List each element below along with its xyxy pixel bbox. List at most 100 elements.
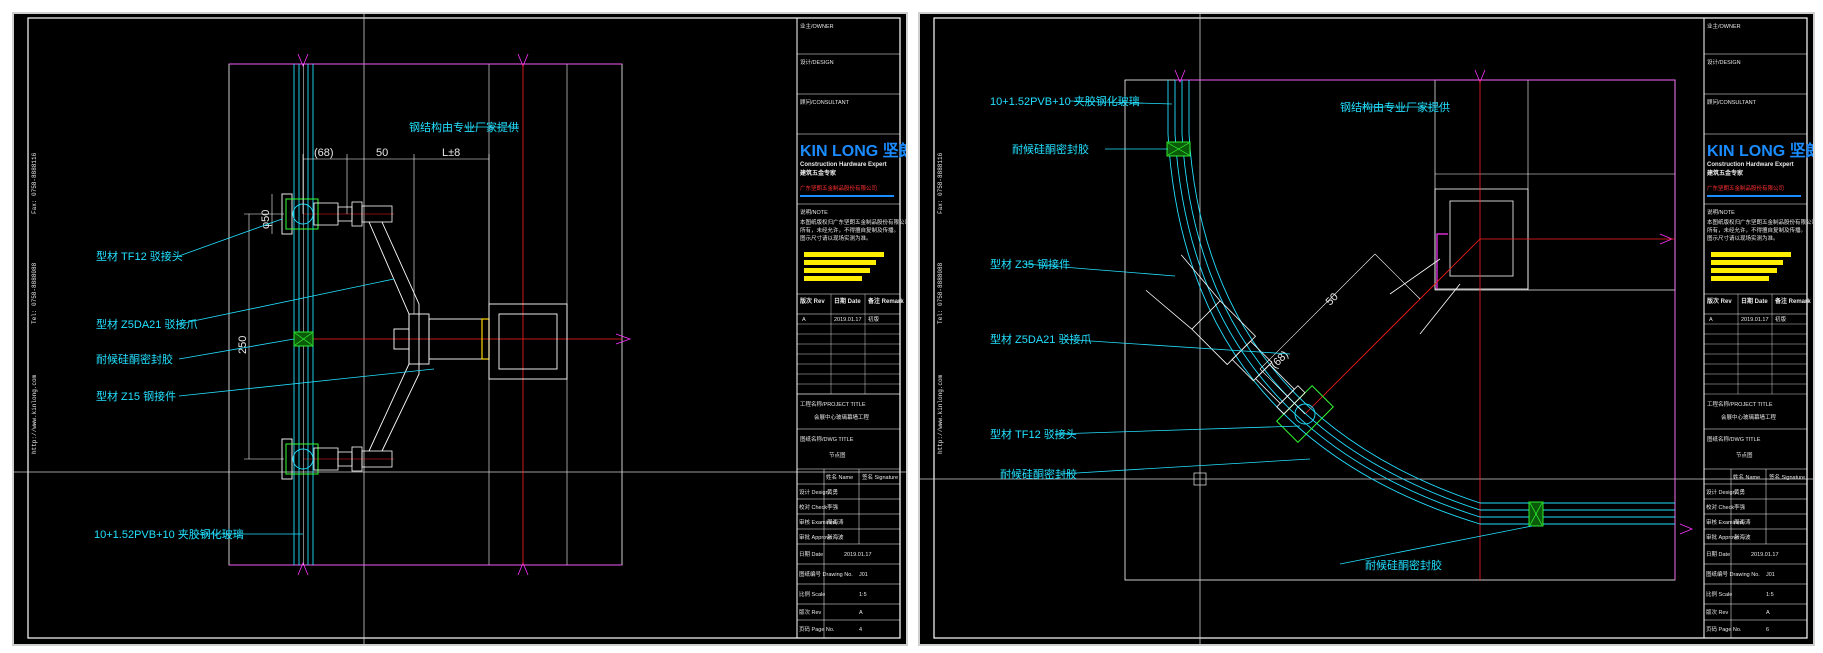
label-z5da21: 型材 Z5DA21 驳接爪 [96,317,197,331]
label-sealant-2: 耐候硅酮密封胶 [1000,467,1077,481]
tb-design: 设计/DESIGN [800,58,834,66]
rev-row-3: 初版 [868,315,880,323]
rev-row-1: A [802,317,806,323]
kinlong-logo: KIN LONG 坚朗 [800,141,906,160]
detail-border [1124,79,1676,581]
page-value: 6 [1766,627,1769,633]
dim-50: 50 [1324,291,1341,308]
rev-header-2: 日期 Date [1741,297,1768,305]
title-block [796,17,901,639]
side-url: http://www.kinlong.com [31,374,38,454]
spider-arm [368,221,490,452]
detail-border [228,63,623,566]
rev-value: A [859,610,863,616]
dwg-title: 节点图 [1736,451,1753,459]
note-line-1: 本图纸版权归广东坚朗五金制品股份有限公司 [1707,218,1813,226]
steel-structure-outline [1434,79,1676,291]
notes-title: 说明/NOTE [1707,208,1735,216]
logo-sub-en: Construction Hardware Expert [1707,162,1794,168]
dim-phi50: φ50 [260,210,272,229]
spider-fitting [1145,254,1334,443]
role-header-sign: 签名 Signature [1769,473,1805,481]
glass-pane [293,64,314,565]
role-check: 校对 Check [1706,503,1734,511]
label-tf12: 型材 TF12 驳接头 [990,427,1077,441]
project-title: 会展中心玻璃幕墙工程 [814,413,870,421]
company-name: 广东坚朗五金制品股份有限公司 [800,184,877,192]
role-check-name: 李强 [827,503,839,511]
kinlong-logo: KIN LONG 坚朗 [1707,141,1813,160]
role-approve: 审批 Approve [799,533,832,541]
rev-header-3: 备注 Remark [1774,297,1811,305]
date-value: 2019.01.17 [1751,552,1779,558]
project-title: 会展中心玻璃幕墙工程 [1721,413,1777,421]
side-url: http://www.kinlong.com [937,374,944,454]
role-design-name: 黄勇 [827,488,838,496]
logo-sub-en: Construction Hardware Expert [800,162,887,168]
role-check: 校对 Check [799,503,827,511]
left-drawing: http://www.kinlong.com Tel: 0758-8888088… [14,14,906,644]
dwg-no-label: 图纸编号 Drawing No. [1706,570,1760,578]
tb-owner: 业主/OWNER [1707,22,1741,30]
note-line-3: 图示尺寸请以现场实测为准。 [1707,234,1779,242]
date-label: 日期 Date [1706,551,1730,558]
role-exam-name: 周海涛 [827,518,844,526]
rev-label: 版次 Rev [799,608,822,616]
company-name: 广东坚朗五金制品股份有限公司 [1707,184,1784,192]
label-sealant-3: 耐候硅酮密封胶 [1365,558,1442,572]
rev-header-3: 备注 Remark [867,297,904,305]
role-header-sign: 签名 Signature [862,473,898,481]
role-design: 设计 Design [799,488,829,496]
note-line-3: 图示尺寸请以现场实测为准。 [800,234,872,242]
curved-glass-pane [1167,80,1675,525]
dim-68: (68) [314,147,334,159]
role-approve-name: 张海波 [1734,533,1751,541]
label-glass: 10+1.52PVB+10 夹胶钢化玻璃 [94,527,244,541]
tb-design: 设计/DESIGN [1707,58,1741,66]
label-glass: 10+1.52PVB+10 夹胶钢化玻璃 [990,94,1140,108]
scale-label: 比例 Scale [799,590,825,598]
label-z15: 型材 Z15 钢接件 [96,389,176,403]
right-drawing: http://www.kinlong.com Tel: 0758-8888088… [920,14,1813,644]
role-design: 设计 Design [1706,488,1736,496]
steel-structure [488,303,568,380]
notes-title: 说明/NOTE [800,208,828,216]
role-design-name: 黄勇 [1734,488,1745,496]
rev-row-3: 初版 [1775,315,1787,323]
title-block [1703,17,1808,639]
project-title-label: 工程名称/PROJECT TITLE [1707,400,1773,408]
note-line-2: 所有，未经允许，不得擅自复制及传播。 [1707,226,1806,234]
date-label: 日期 Date [799,551,823,558]
dwg-no-label: 图纸编号 Drawing No. [799,570,853,578]
dwg-no-value: J01 [859,572,868,578]
note-line-1: 本图纸版权归广东坚朗五金制品股份有限公司 [800,218,906,226]
cad-sheet-left: http://www.kinlong.com Tel: 0758-8888088… [12,12,908,646]
label-z5da21: 型材 Z5DA21 驳接爪 [990,332,1091,346]
note-line-2: 所有，未经允许，不得擅自复制及传播。 [800,226,899,234]
side-tel: Tel: 0758-8888088 [31,262,38,324]
side-tel: Tel: 0758-8888088 [937,262,944,324]
dim-50: 50 [376,147,388,159]
rev-value: A [1766,610,1770,616]
tb-consultant: 顾问/CONSULTANT [800,98,850,106]
page-value: 4 [859,627,862,633]
scale-value: 1:5 [859,592,867,598]
role-exam: 审核 Examined [1706,518,1743,526]
page-label: 页码 Page No. [799,625,835,633]
logo-sub-cn: 建筑五金专家 [1707,169,1743,177]
role-header-name: 姓名 Name [1733,473,1760,481]
scale-label: 比例 Scale [1706,590,1732,598]
side-fax: Fax: 0758-8888116 [31,152,38,214]
rev-label: 版次 Rev [1706,608,1729,616]
label-sealant: 耐候硅酮密封胶 [1012,142,1089,156]
role-header-name: 姓名 Name [826,473,853,481]
tb-consultant: 顾问/CONSULTANT [1707,98,1757,106]
dwg-title-label: 图纸名称/DWG TITLE [1707,435,1761,443]
label-steel: 钢结构由专业厂家提供 [1340,100,1450,114]
rev-header-2: 日期 Date [834,297,861,305]
project-title-label: 工程名称/PROJECT TITLE [800,400,866,408]
cad-sheet-right: http://www.kinlong.com Tel: 0758-8888088… [918,12,1815,646]
rev-header-1: 版次 Rev [1706,297,1732,305]
side-fax: Fax: 0758-8888116 [937,152,944,214]
scale-value: 1:5 [1766,592,1774,598]
